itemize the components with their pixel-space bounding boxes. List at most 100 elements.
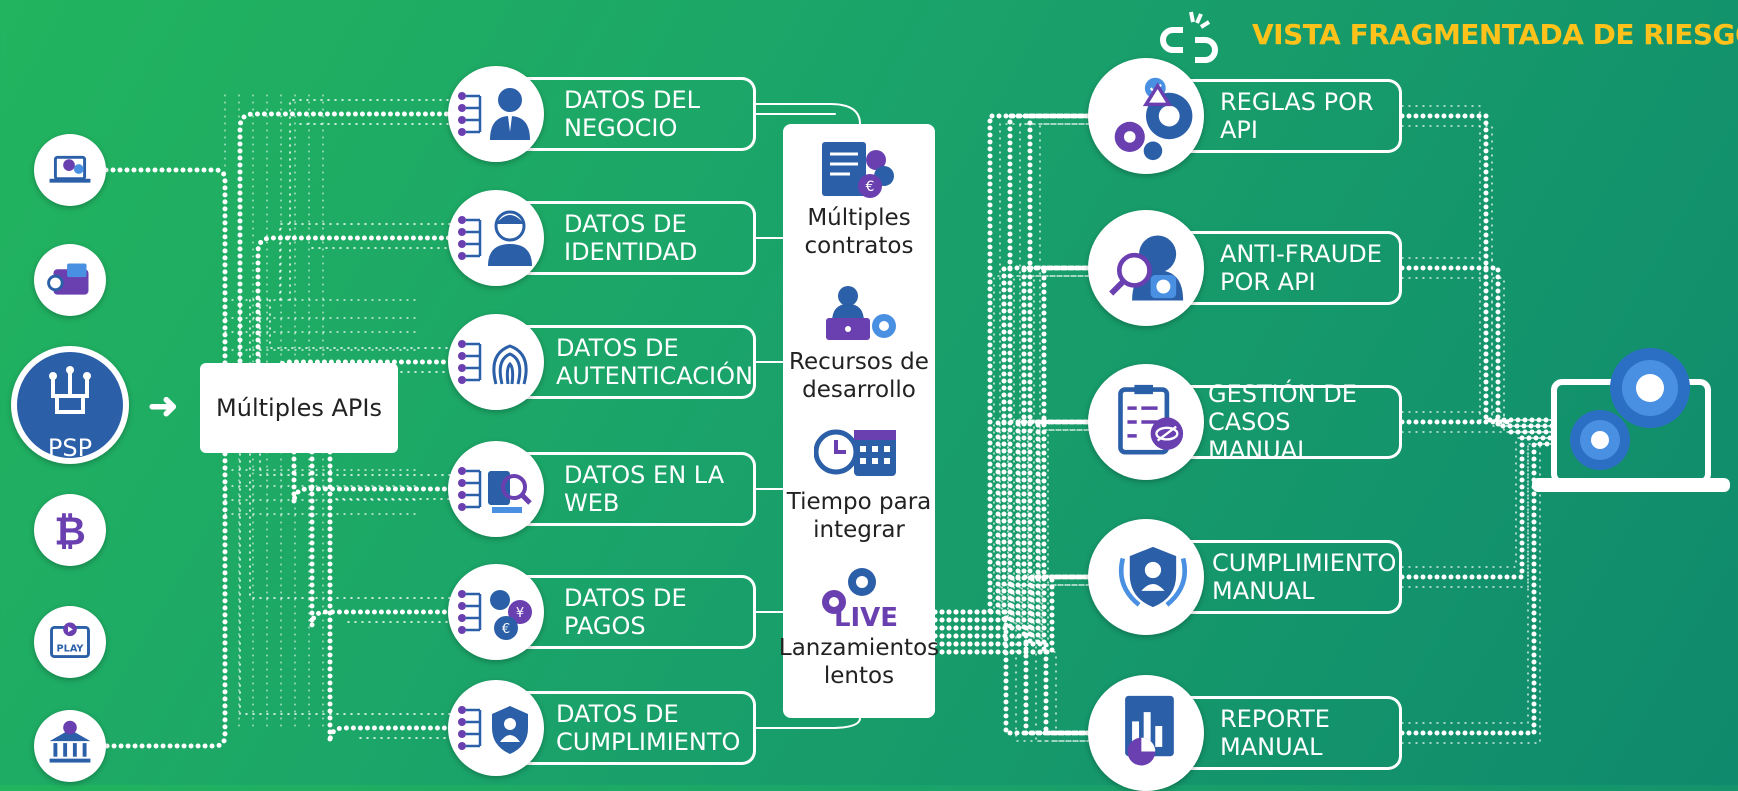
play-store-icon: PLAY [50, 622, 90, 659]
connector-line [934, 275, 1093, 629]
report-chart-icon [1125, 695, 1174, 766]
data-source-icon-circle [448, 680, 544, 776]
laptop-gears-icon [1532, 348, 1730, 492]
connector-line [291, 407, 455, 504]
svg-text:€: € [866, 179, 875, 195]
clock-calendar-icon [814, 429, 896, 476]
data-source-icon-circle [448, 314, 544, 410]
laptop-payment-icon [49, 155, 91, 183]
risk-tool-line2: API [1220, 116, 1258, 144]
rules-gears-icon [1114, 77, 1193, 161]
connector-line [932, 113, 1095, 647]
play-store-channel: PLAY [34, 606, 106, 678]
connector-line [1401, 277, 1556, 427]
risk-tool-icon-circle [1088, 364, 1204, 480]
bank-channel [34, 710, 106, 782]
challenge-line2: integrar [813, 517, 905, 543]
data-source-icon-circle [448, 441, 544, 537]
apis-box: Múltiples APIs [200, 363, 398, 453]
apis-label: Múltiples APIs [216, 394, 382, 422]
connector-line [309, 407, 455, 627]
connector-line [1401, 437, 1556, 568]
connector-line [934, 619, 1093, 742]
risk-tool-line1: REGLAS POR [1220, 88, 1374, 116]
challenge-line2: desarrollo [802, 377, 916, 403]
contracts-coins-icon: € [822, 142, 894, 198]
bitcoin-channel: ₿ [34, 494, 106, 566]
connector-line [327, 407, 455, 743]
risk-tool-line2: MANUAL [1220, 733, 1323, 761]
challenge-line1: Múltiples [807, 205, 911, 231]
currency-coins-icon: ¥€ [458, 590, 532, 640]
data-source-line2: AUTENTICACIÓN [556, 362, 753, 390]
svg-text:¥: ¥ [516, 606, 524, 621]
business-person-icon [458, 88, 530, 140]
data-source-line1: DATOS EN LA [564, 461, 725, 489]
psp-label: PSP [47, 434, 93, 462]
svg-text:PLAY: PLAY [57, 644, 85, 655]
challenge-line2: lentos [823, 663, 895, 689]
data-source-line1: DATOS DE [564, 584, 687, 612]
data-source-icon-circle: ¥€ [448, 564, 544, 660]
data-source-line2: IDENTIDAD [564, 238, 698, 266]
broken-link-icon [1160, 11, 1218, 63]
connector-line [237, 111, 455, 413]
connector-line [934, 635, 1093, 742]
risk-tool-line1: GESTIÓN DE [1208, 380, 1357, 408]
connector-line [269, 299, 453, 349]
laptop-payment-channel [34, 134, 106, 206]
challenge-line1: Lanzamientos [778, 635, 940, 661]
connector-line [1401, 443, 1556, 724]
connector-line [934, 275, 1093, 613]
page-title: VISTA FRAGMENTADA DE RIESGO [1252, 18, 1738, 51]
connector-line [932, 625, 1095, 736]
connector-line [1401, 437, 1556, 588]
psp-circuit-channel: PSP [11, 346, 129, 464]
data-source-icon-circle [448, 66, 544, 162]
risk-tool-line2: CASOS MANUAL [1208, 408, 1311, 464]
data-source-line1: DATOS DEL [564, 86, 701, 114]
connector-line [279, 223, 453, 301]
bitcoin-icon: ₿ [54, 510, 86, 555]
data-source-line1: DATOS DE [556, 334, 679, 362]
connector-line [934, 123, 1093, 653]
connector-line [255, 235, 455, 413]
connector-line [755, 717, 861, 729]
risk-tool-line1: REPORTE [1220, 705, 1330, 733]
connector-line [1399, 419, 1558, 435]
connector-line [1401, 443, 1556, 744]
challenge-line1: Recursos de [789, 349, 929, 375]
bank-icon [49, 720, 91, 763]
e-wallet-channel [34, 244, 106, 316]
connector-line [932, 609, 1095, 736]
fingerprint-icon [458, 340, 528, 385]
risk-tool-icon-circle [1088, 519, 1204, 635]
risk-tool-line1: CUMPLIMIENTO [1212, 549, 1397, 577]
data-source-line2: NEGOCIO [564, 114, 678, 142]
connector-line [932, 574, 1095, 655]
connector-line [239, 299, 453, 715]
identity-user-icon [458, 210, 532, 266]
connector-line [932, 113, 1095, 631]
risk-tool-line2: MANUAL [1212, 577, 1315, 605]
web-search-icon [458, 467, 532, 513]
compliance-badge-icon [1118, 546, 1188, 608]
anti-fraud-icon [1109, 235, 1184, 301]
data-source-line2: WEB [564, 489, 620, 517]
psp-circuit-icon [49, 366, 91, 414]
connector-line [755, 103, 861, 125]
